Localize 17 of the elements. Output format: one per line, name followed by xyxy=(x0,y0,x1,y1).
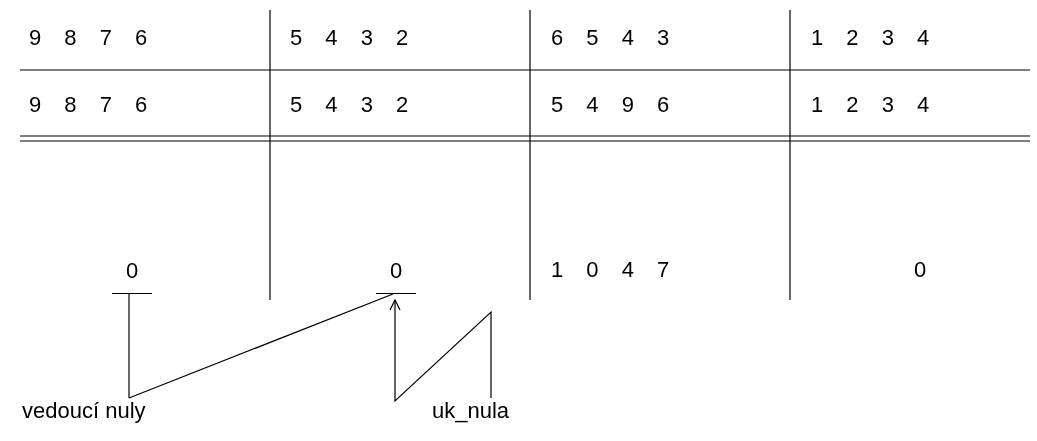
digit-cell: 1 2 3 4 xyxy=(811,25,930,51)
annotation-text: uk_nula xyxy=(432,398,510,424)
digit-cell: 5 4 3 2 xyxy=(290,92,409,118)
digit-cell: 5 4 3 2 xyxy=(290,25,409,51)
digit-cell: 1 2 3 4 xyxy=(811,92,930,118)
digit-cell: 9 8 7 6 xyxy=(29,92,148,118)
digit-cell: 9 8 7 6 xyxy=(29,25,148,51)
digit-cell: 0 xyxy=(914,257,927,283)
underlined-digit: 0 xyxy=(376,256,416,294)
underlined-digit: 0 xyxy=(112,256,152,294)
digit-cell: 6 5 4 3 xyxy=(551,25,670,51)
leader-line xyxy=(128,293,394,399)
leader-line xyxy=(128,293,130,399)
digit-cell: 5 4 9 6 xyxy=(551,92,670,118)
digit-cell: 1 0 4 7 xyxy=(551,257,670,283)
arrow xyxy=(389,299,492,403)
annotation-text: vedoucí nuly xyxy=(22,398,146,424)
